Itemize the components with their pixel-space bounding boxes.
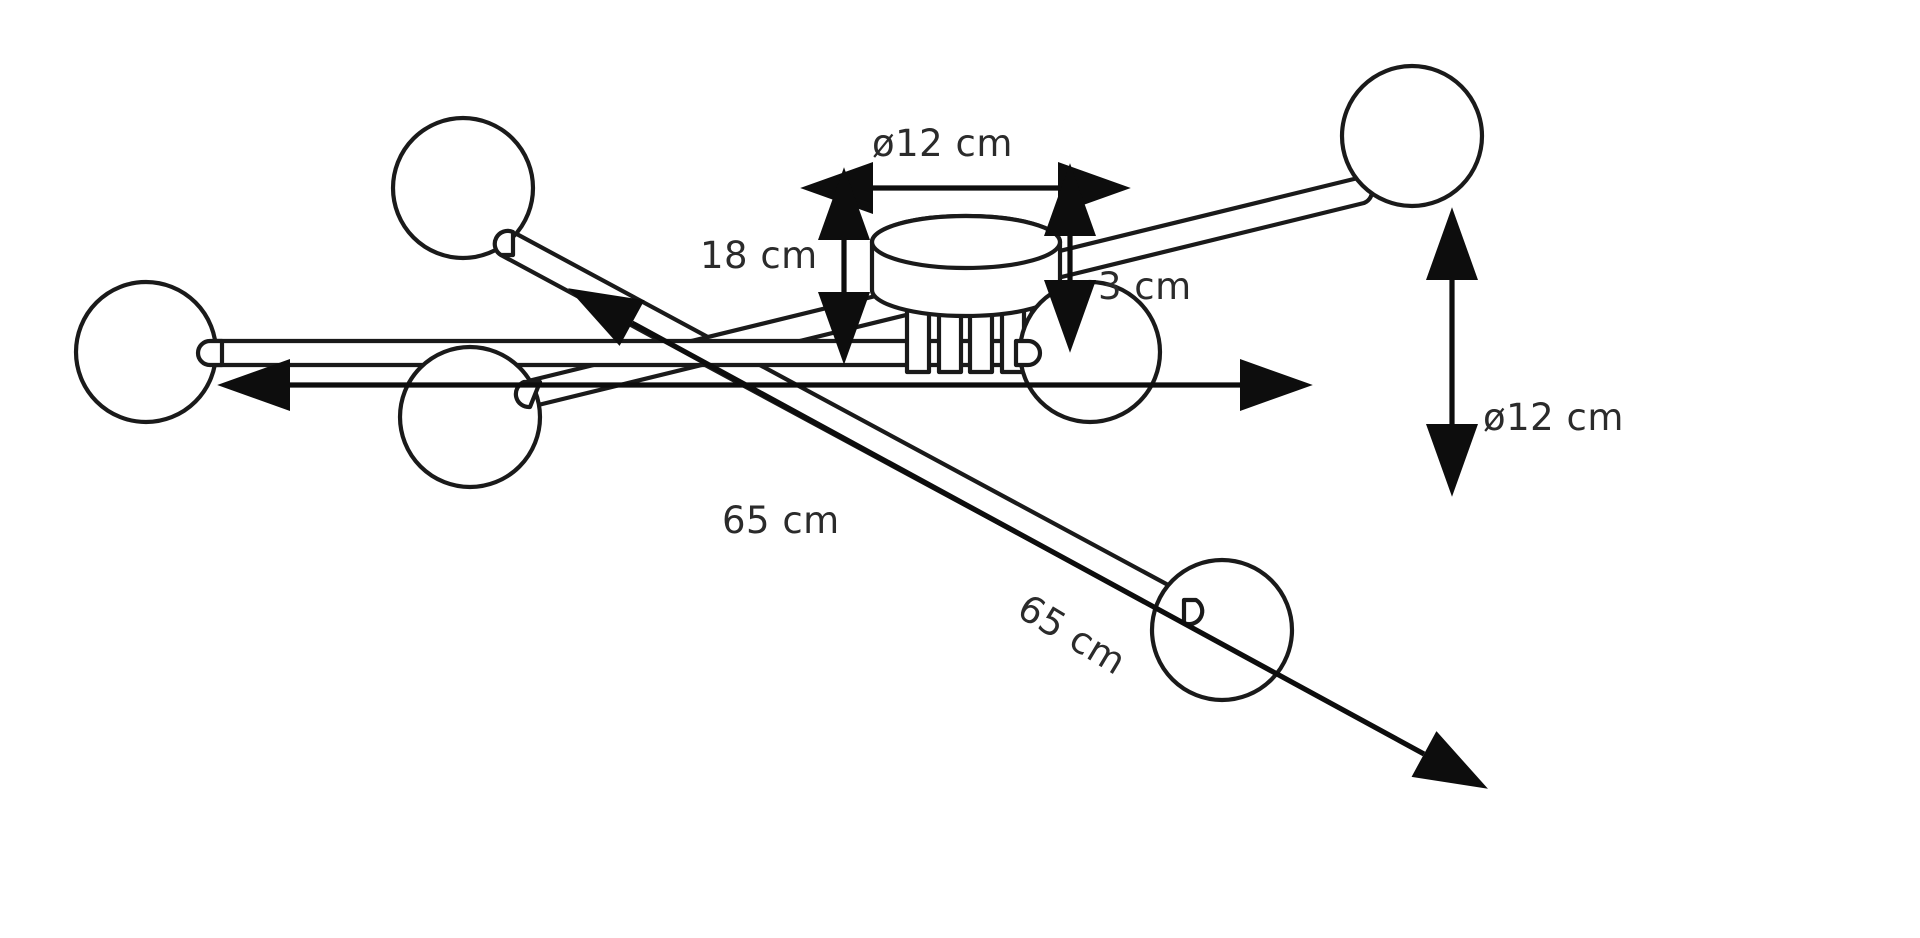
- globe-lower-right: [1149, 557, 1295, 703]
- socket-lower-right: [1181, 597, 1205, 627]
- label-span-horizontal: 65 cm: [722, 499, 840, 542]
- globe-upper-right: [1339, 63, 1485, 209]
- socket-right: [1013, 338, 1043, 368]
- dim-arrow-span-diagonal: [568, 288, 1488, 789]
- canopy-top-ellipse: [869, 213, 1063, 271]
- globe-left: [73, 279, 219, 425]
- label-canopy-height: 3 cm: [1098, 265, 1192, 308]
- globe-upper-left: [390, 115, 536, 261]
- label-globe-diameter: ø12 cm: [1483, 396, 1624, 439]
- label-canopy-diameter: ø12 cm: [872, 122, 1013, 165]
- globe-lower-left: [397, 344, 543, 490]
- socket-left: [195, 338, 225, 368]
- dimension-lines: [217, 162, 1488, 789]
- label-arm-drop: 18 cm: [700, 234, 818, 277]
- socket-upper-left: [492, 228, 516, 258]
